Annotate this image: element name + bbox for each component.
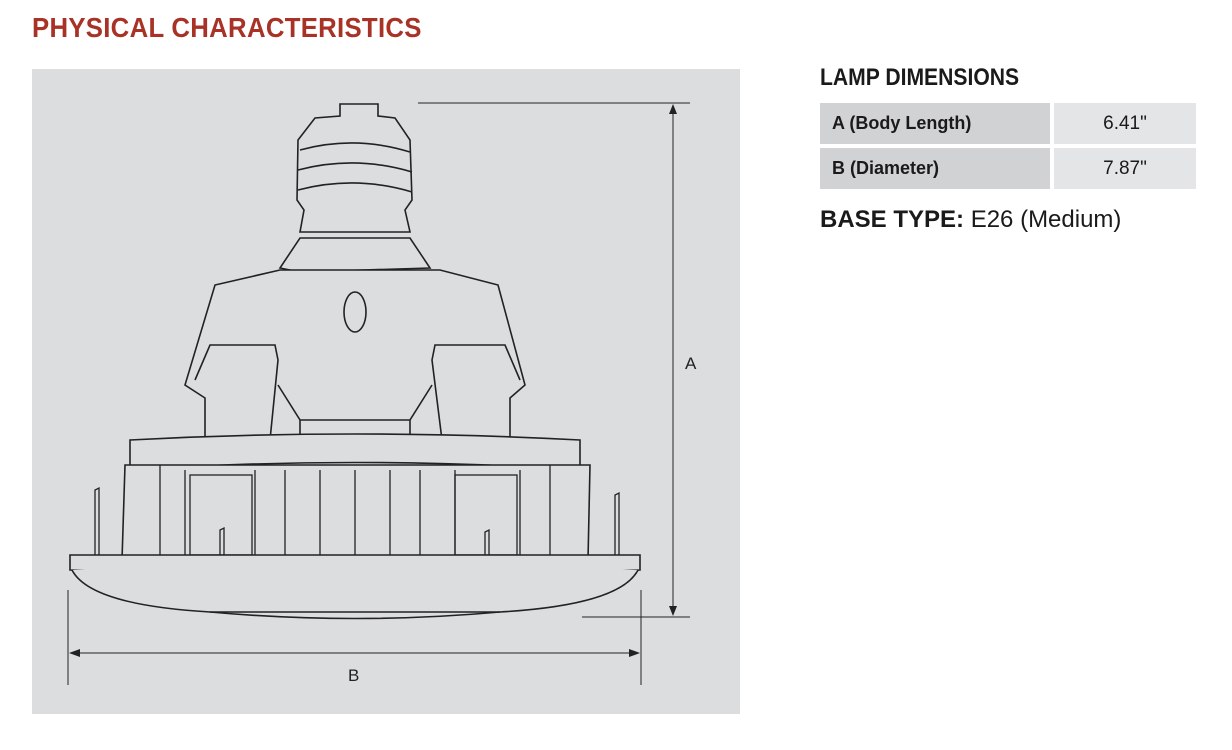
section-title: PHYSICAL CHARACTERISTICS bbox=[32, 12, 422, 43]
base-type-label: BASE TYPE: bbox=[820, 206, 965, 233]
lamp-diagram: A B bbox=[67, 102, 697, 685]
table-row: B (Diameter) 7.87" bbox=[820, 148, 1196, 189]
lamp-diagram-panel: A B bbox=[32, 69, 740, 714]
base-type: BASE TYPE: E26 (Medium) bbox=[820, 206, 1121, 234]
row-label: A (Body Length) bbox=[820, 103, 1050, 144]
table-row: A (Body Length) 6.41" bbox=[820, 103, 1196, 144]
row-value: 7.87" bbox=[1054, 148, 1196, 189]
lamp-dimensions-title: LAMP DIMENSIONS bbox=[820, 64, 1020, 91]
base-type-value: E26 (Medium) bbox=[970, 206, 1122, 233]
row-label: B (Diameter) bbox=[820, 148, 1050, 189]
dimension-b-label: B bbox=[348, 666, 359, 685]
dimension-a-label: A bbox=[685, 354, 697, 373]
row-value: 6.41" bbox=[1054, 103, 1196, 144]
